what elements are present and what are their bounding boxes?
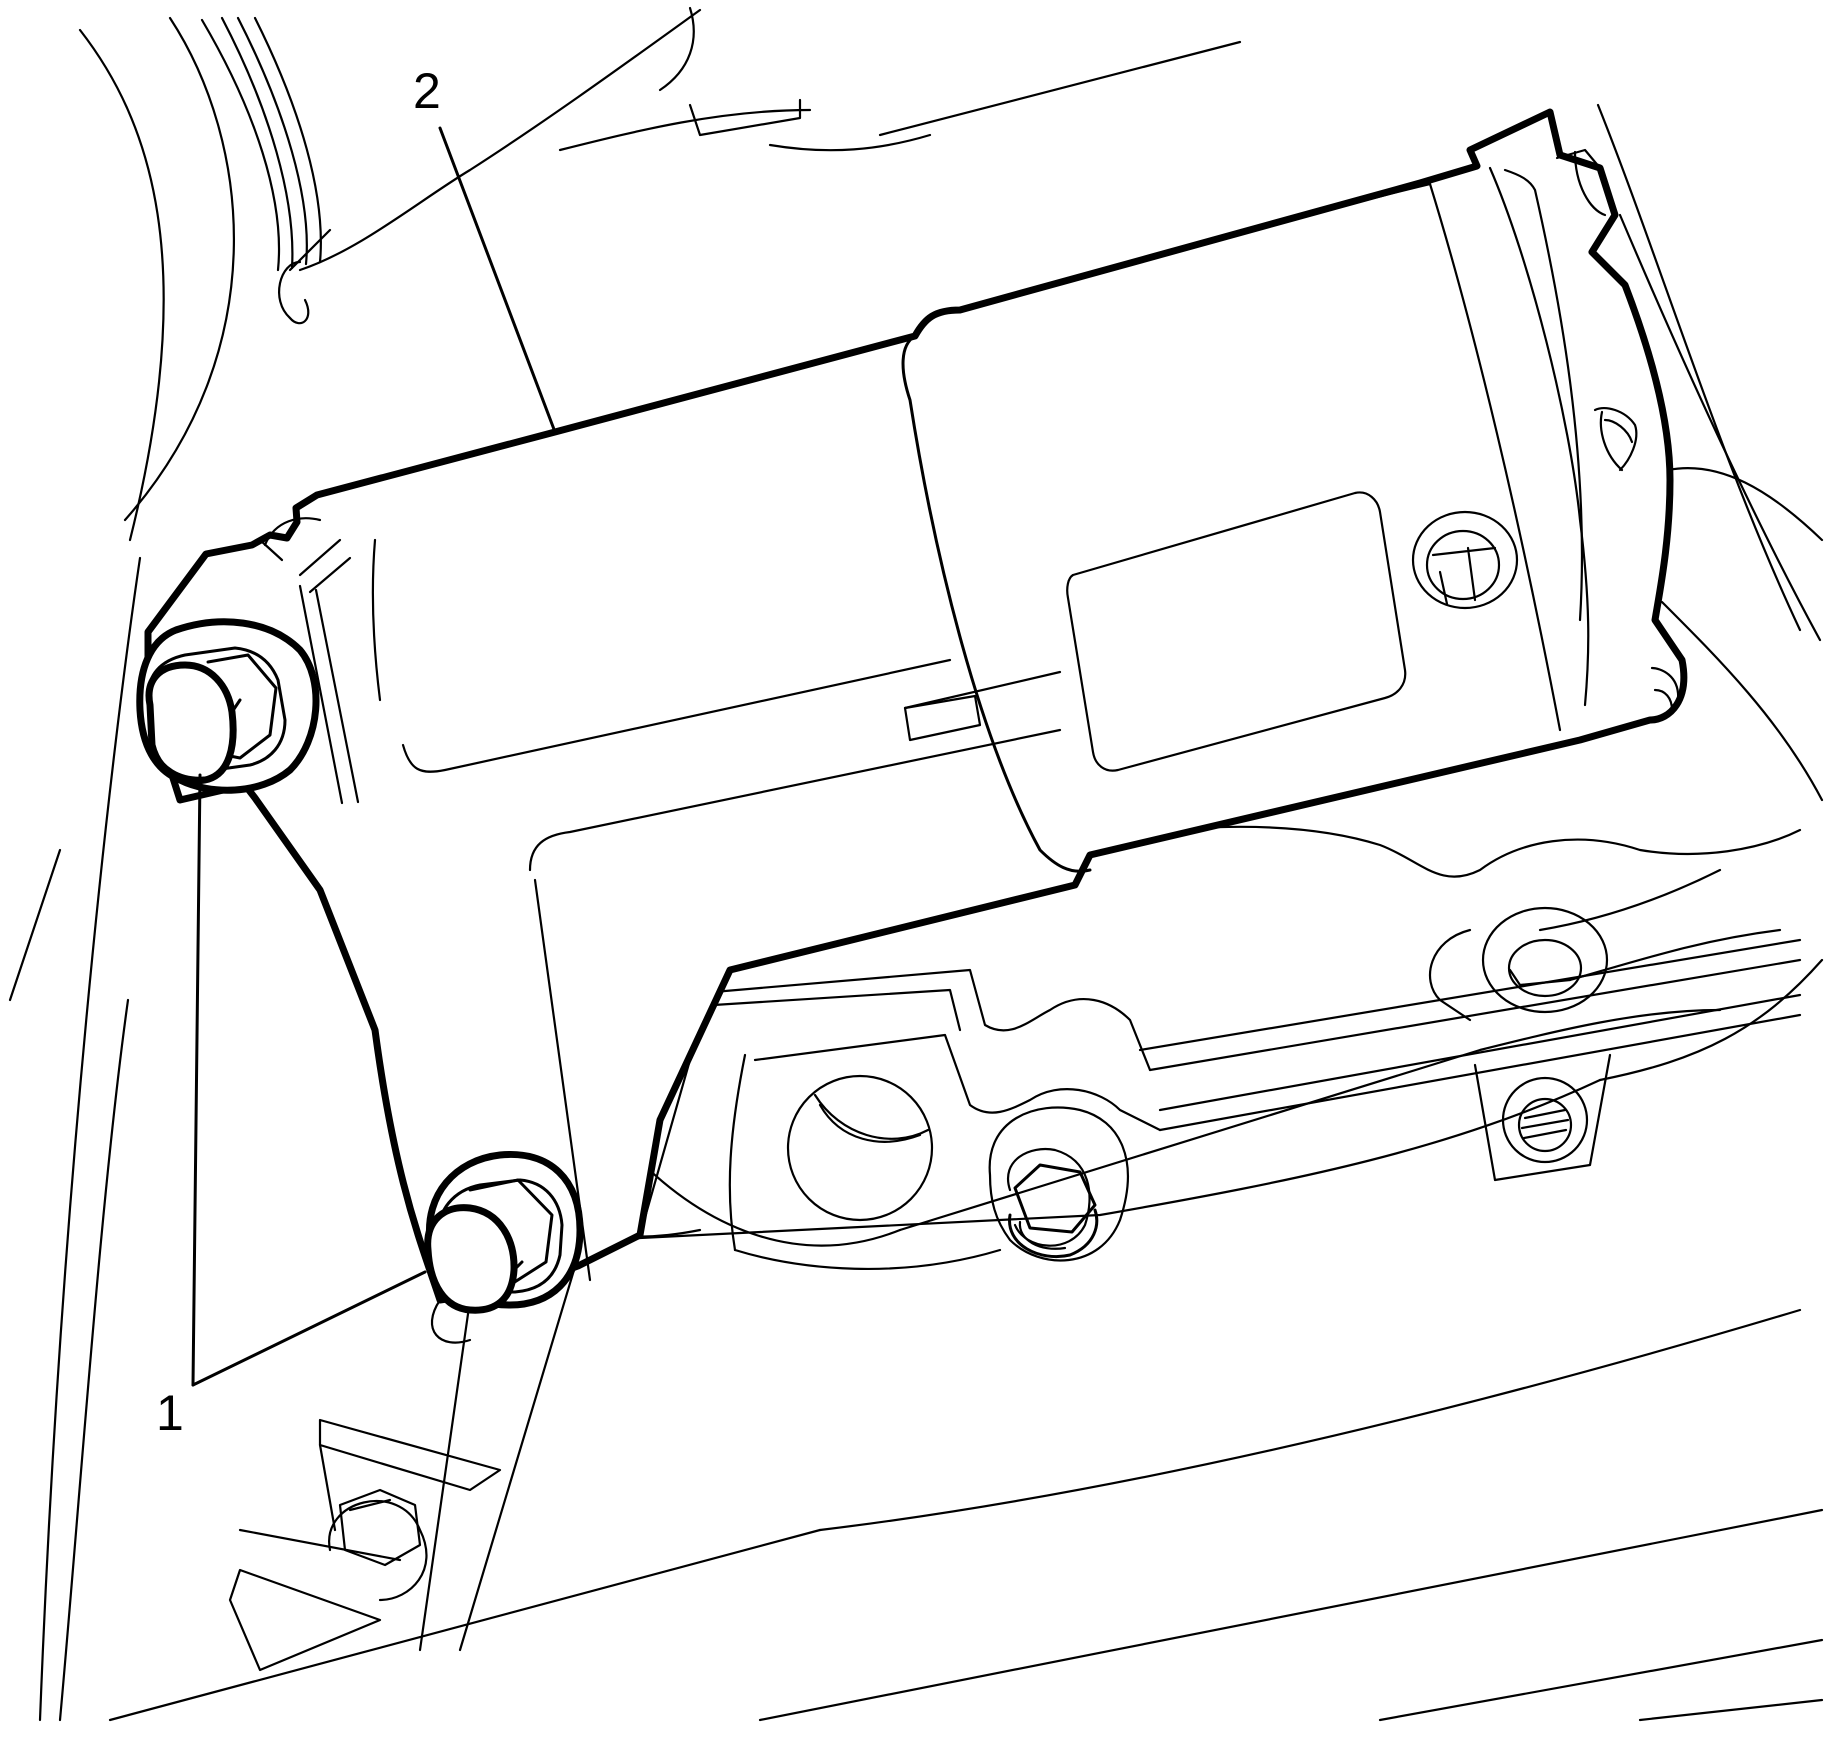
motor-can	[901, 182, 1519, 873]
leader-line-1-upper	[191, 773, 202, 1387]
leader-line-2	[438, 126, 557, 434]
upper-port	[1481, 906, 1609, 1014]
callout-label-1: 1	[156, 1385, 184, 1441]
leader-lines	[191, 126, 557, 1387]
actuator-motor-part-2	[144, 108, 1688, 1344]
leader-line-1-lower	[191, 1270, 427, 1387]
bolt-upper	[136, 618, 320, 794]
callout-label-2: 2	[413, 63, 441, 119]
background-structure	[8, 6, 1824, 1722]
right-casting-tab	[1473, 1053, 1612, 1182]
large-port	[786, 1074, 934, 1222]
motor-fitting	[1411, 510, 1519, 610]
lower-left-bolt	[328, 1488, 428, 1602]
plate-bolt	[988, 1106, 1129, 1262]
bolt-lower	[424, 1150, 584, 1314]
motor-end-cap	[1428, 148, 1680, 732]
mounting-plate	[523, 825, 1802, 1271]
